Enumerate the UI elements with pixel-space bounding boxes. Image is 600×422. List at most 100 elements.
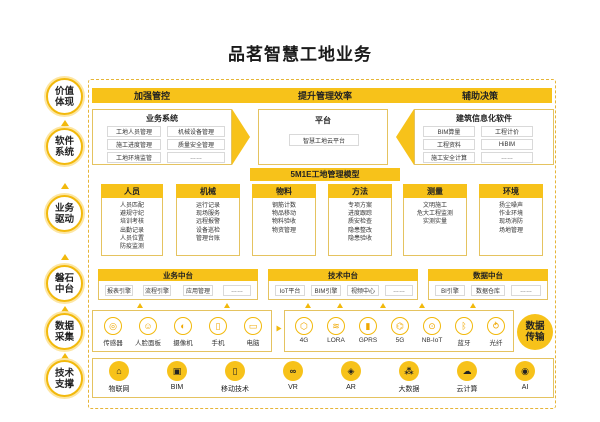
driver-item: 进度跟踪 [347, 211, 372, 218]
small-up-arrow [305, 303, 311, 308]
small-up-arrow [137, 303, 143, 308]
4g-icon: ⬡ [295, 317, 313, 335]
building-software-item: …… [481, 152, 533, 163]
small-up-arrow [419, 303, 425, 308]
middle-item: BIM引擎 [311, 285, 341, 296]
driver-items: 运行记录 现场服务 远程报警 设备巡检 管理台账 [177, 202, 239, 243]
tech-label: 云计算 [456, 386, 478, 393]
small-up-arrow [224, 303, 230, 308]
network-item: ⌬ 5G [383, 317, 417, 344]
driver-items: 扬尘噪声 作业环境 现场消防 场地管理 [480, 202, 542, 235]
business-system-panel: 业务系统 工地人员管理 机械设备管理 施工进度管理 质量安全管理 工地环境监管 … [92, 109, 232, 165]
layer-up-arrow [61, 306, 69, 312]
middle-head: 数据中台 [428, 269, 548, 281]
network-label: 光纤 [489, 340, 503, 347]
driver-item: 隐患验收 [347, 235, 372, 242]
driver-item: 避规守纪 [119, 211, 144, 218]
tech-item: ⁂ 大数据 [387, 361, 431, 394]
network-item: ⬡ 4G [287, 317, 321, 344]
devices-box: ◎ 传感器 ☺ 人脸面板 ◐ 摄像机 ▯ 手机 ▭ 电脑 [92, 310, 272, 352]
driver-item: 场地管理 [498, 227, 523, 234]
driver-item: 物料验收 [271, 219, 296, 226]
networks-box: ⬡ 4G ≋ LORA ▮ GPRS ⌬ 5G ⊙ NB-IoT ᛒ 蓝牙 ⥁ … [284, 310, 514, 352]
data-transmission-circle: 数据 传输 [517, 314, 553, 350]
layer-driver-circle: 业务 驱动 [46, 195, 83, 232]
building-software-item: 工程资料 [423, 139, 475, 150]
layer-middle-circle: 磐石 中台 [46, 265, 83, 302]
device-item: ◐ 摄像机 [166, 317, 200, 347]
bigdata-icon: ⁂ [399, 361, 419, 381]
tech-item: ☁ 云计算 [445, 361, 489, 394]
driver-item: 人员位置 [119, 235, 144, 242]
tech-item: ◈ AR [329, 361, 373, 391]
building-software-title: 建筑信息化软件 [456, 114, 512, 123]
middle-item: …… [385, 285, 413, 296]
tech-label: AR [346, 384, 356, 391]
network-label: GPRS [358, 337, 378, 344]
tech-label: VR [288, 384, 298, 391]
network-label: 4G [299, 337, 309, 344]
device-label: 电脑 [246, 340, 260, 347]
left-arrow-shape [396, 109, 414, 165]
device-label: 手机 [211, 340, 225, 347]
driver-head: 测量 [403, 184, 467, 198]
layer-driver-label: 业务 驱动 [54, 202, 74, 225]
tech-item: ◉ AI [503, 361, 547, 391]
driver-box: 运行记录 现场服务 远程报警 设备巡检 管理台账 [176, 198, 240, 256]
building-software-item: 工程计价 [481, 126, 533, 137]
network-item: ⊙ NB-IoT [415, 317, 449, 344]
nbiot-icon: ⊙ [423, 317, 441, 335]
driver-item: 隐患整改 [347, 227, 372, 234]
layer-up-arrow [61, 183, 69, 189]
business-system-item: 机械设备管理 [167, 126, 225, 137]
gprs-icon: ▮ [359, 317, 377, 335]
data-transmission-label: 数据 传输 [525, 321, 545, 343]
tech-label: BIM [170, 384, 184, 391]
driver-item: 钢筋计数 [271, 203, 296, 209]
driver-item: 现场服务 [195, 211, 220, 218]
phone-icon: ▯ [209, 317, 227, 335]
driver-item: 质安检查 [347, 219, 372, 226]
driver-box: 钢筋计数 物品移动 物料验收 物资管理 [252, 198, 316, 256]
network-label: 5G [395, 337, 405, 344]
platform-panel: 平台 智慧工地云平台 [258, 109, 388, 165]
model-bar: 5M1E工地管理模型 [250, 168, 400, 181]
building-software-item: 施工安全计算 [423, 152, 475, 163]
small-up-arrow [380, 303, 386, 308]
tech-item: ▣ BIM [155, 361, 199, 391]
driver-item: 作业环境 [498, 211, 523, 218]
sensor-icon: ◎ [104, 317, 122, 335]
driver-items: 人员匹配 避规守纪 培训考核 出勤记录 人员位置 防疫监测 [102, 202, 162, 251]
page-title: 品茗智慧工地业务 [228, 45, 372, 64]
driver-item: 物资管理 [271, 227, 296, 234]
right-arrow-small [276, 325, 282, 332]
driver-head: 物料 [252, 184, 316, 198]
driver-item: 人员匹配 [119, 203, 144, 209]
layer-up-arrow [61, 254, 69, 260]
device-item: ▯ 手机 [201, 317, 235, 347]
middle-box: BI引擎 数据仓库 …… [428, 281, 548, 300]
network-label: LORA [327, 337, 345, 344]
lora-icon: ≋ [327, 317, 345, 335]
device-label: 摄像机 [173, 340, 193, 347]
platform-title: 平台 [315, 116, 331, 125]
building-software-panel: 建筑信息化软件 BIM算量 工程计价 工程资料 HiBIM 施工安全计算 …… [414, 109, 554, 165]
tech-label: 移动技术 [221, 386, 249, 393]
business-system-item: 工地人员管理 [107, 126, 161, 137]
camera-icon: ◐ [174, 317, 192, 335]
driver-head: 方法 [328, 184, 392, 198]
driver-item: 实测实量 [422, 219, 447, 226]
layer-tech-label: 技术 支撑 [54, 367, 74, 390]
middle-item: …… [223, 285, 251, 296]
driver-box: 专项方案 进度跟踪 质安检查 隐患整改 隐患验收 [328, 198, 392, 256]
bluetooth-icon: ᛒ [455, 317, 473, 335]
diagram-frame [88, 79, 556, 409]
device-item: ☺ 人脸面板 [131, 317, 165, 347]
device-label: 人脸面板 [135, 340, 161, 347]
value-item: 加强管控 [133, 91, 170, 101]
middle-box: 报表引擎 流程引擎 应用管理 …… [98, 281, 258, 300]
driver-items: 文明施工 危大工程监测 实测实量 [404, 202, 466, 227]
tech-label: AI [521, 384, 529, 391]
tech-box: ⌂ 物联网 ▣ BIM ▯ 移动技术 ∞ VR ◈ AR ⁂ 大数据 ☁ 云计算… [92, 358, 554, 398]
layer-collection-label: 数据 采集 [54, 320, 74, 343]
